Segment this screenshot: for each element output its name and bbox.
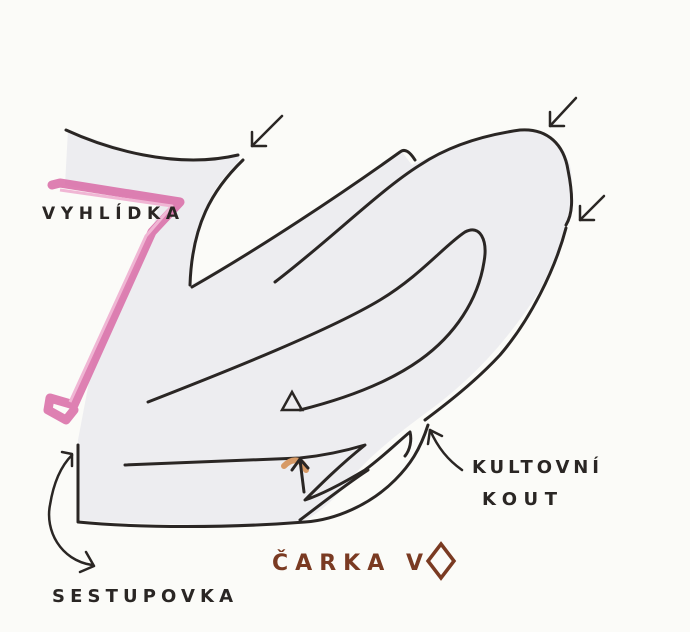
top-left-contour [64, 128, 240, 162]
arrow-icon-top-left [250, 114, 284, 148]
arrow-icon-kultovni [426, 428, 464, 472]
carka-arrow-icon [290, 456, 310, 494]
ridge-outer-line [190, 148, 417, 289]
upper-notch-line [188, 158, 245, 287]
arrow-icon-top-right [548, 96, 578, 128]
label-kultovni-line1: KULTOVNÍ [472, 456, 600, 478]
ridge-second-line [273, 128, 574, 284]
diamond-icon [425, 541, 457, 581]
right-outer-line [423, 226, 568, 422]
lower-tongue-line [298, 468, 370, 522]
vyhlidka-highlight-inner [59, 188, 174, 403]
label-sestupovka: SESTUPOVKA [52, 586, 234, 607]
lower-ridge-line [123, 430, 413, 502]
arrow-icon-right [578, 194, 606, 222]
label-carka: ČARKA V [272, 550, 424, 576]
vyhlidka-highlight [43, 178, 185, 425]
arrow-icon-sestupovka [47, 450, 96, 574]
rock-shape [65, 129, 572, 525]
bottom-contour [76, 423, 430, 528]
inner-loop-line [146, 228, 487, 412]
carka-marker [281, 457, 309, 473]
label-vyhlidka: VYHLÍDKA [42, 202, 180, 224]
triangle-icon [279, 389, 305, 412]
label-kultovni-line2: KOUT [482, 489, 558, 510]
